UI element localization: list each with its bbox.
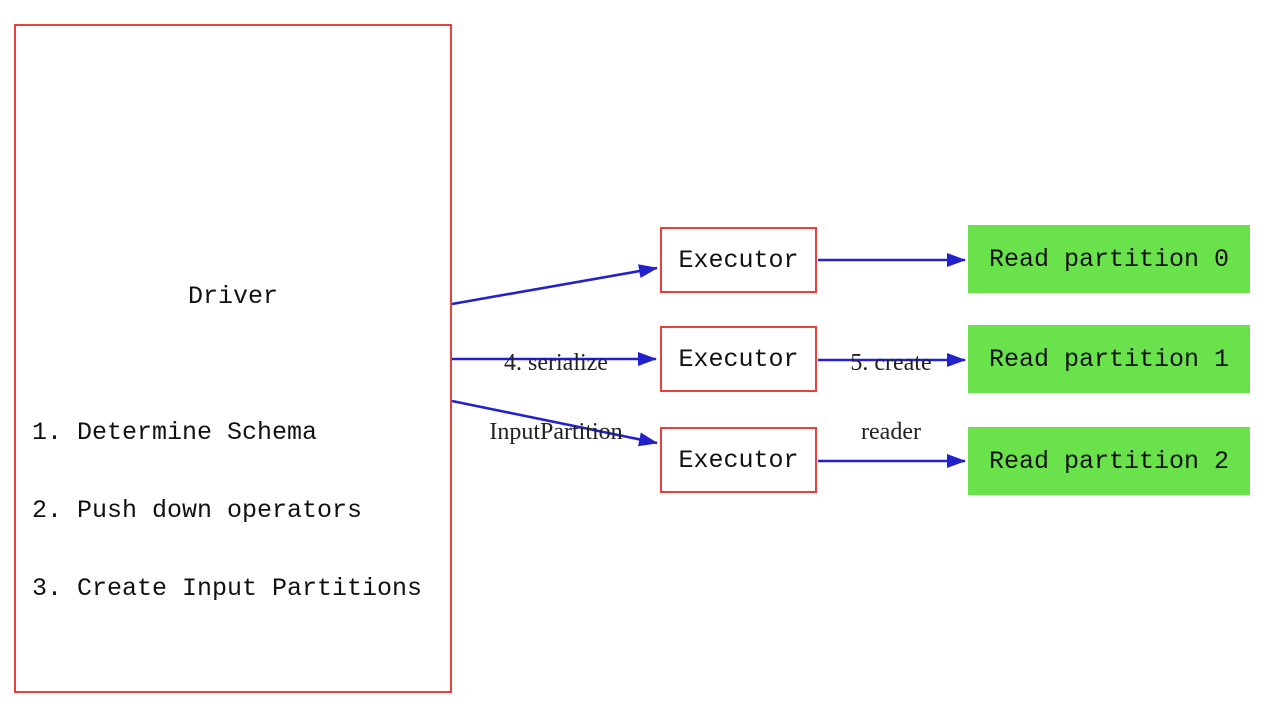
driver-box: Driver 1. Determine Schema 2. Push down … <box>14 24 452 693</box>
driver-step-2: 2. Push down operators <box>32 496 363 525</box>
executor-label-0: Executor <box>678 245 799 275</box>
executor-box-1: Executor <box>660 326 817 392</box>
edge-label-serialize: 4. serialize InputPartition <box>446 306 666 490</box>
driver-title: Driver <box>187 282 278 311</box>
edge-label-serialize-line1: 4. serialize <box>504 350 608 376</box>
executor-label-2: Executor <box>678 445 799 475</box>
executor-box-0: Executor <box>660 227 817 293</box>
partition-label-2: Read partition 2 <box>988 446 1230 476</box>
partition-box-2: Read partition 2 <box>968 427 1250 495</box>
executor-box-2: Executor <box>660 427 817 493</box>
driver-steps: 1. Determine Schema 2. Push down operato… <box>32 368 422 654</box>
edge-label-create-reader-line2: reader <box>861 419 921 445</box>
partition-box-1: Read partition 1 <box>968 325 1250 393</box>
partition-box-0: Read partition 0 <box>968 225 1250 293</box>
partition-label-1: Read partition 1 <box>988 344 1230 374</box>
edge-label-serialize-line2: InputPartition <box>489 419 623 445</box>
edge-label-create-reader: 5. create reader <box>781 306 1001 490</box>
partition-label-0: Read partition 0 <box>988 244 1230 274</box>
arrow-driver-to-executor-0 <box>451 264 658 306</box>
edge-label-create-reader-line1: 5. create <box>850 350 932 376</box>
driver-step-3: 3. Create Input Partitions <box>32 574 423 603</box>
driver-step-1: 1. Determine Schema <box>32 418 318 447</box>
executor-label-1: Executor <box>678 344 799 374</box>
